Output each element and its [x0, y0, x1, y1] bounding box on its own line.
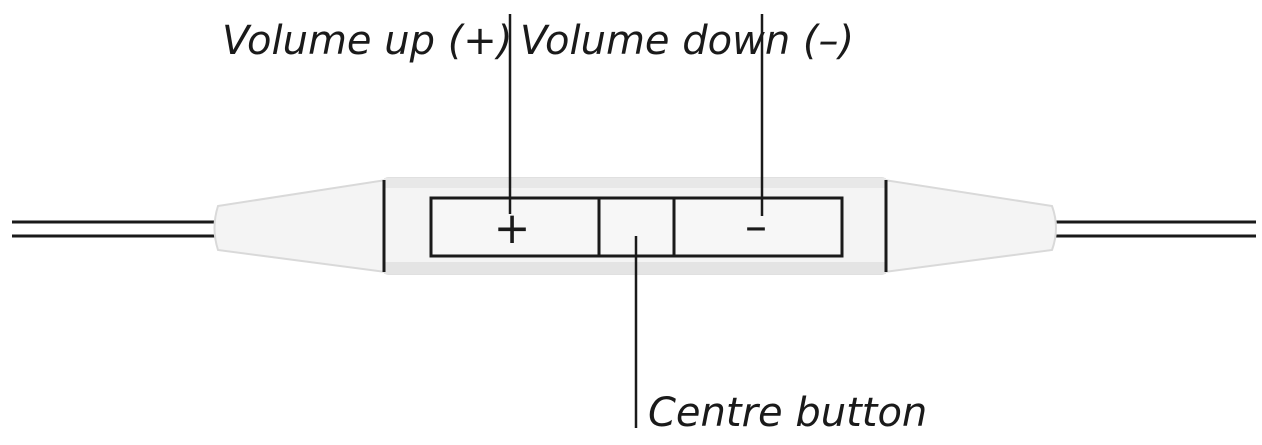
- volume-down-label: Volume down (–): [520, 18, 854, 64]
- left-cable: [12, 220, 218, 238]
- left-end-cap: [213, 178, 387, 274]
- plus-symbol: +: [494, 203, 531, 254]
- right-cable: [1052, 220, 1256, 238]
- volume-down-button[interactable]: [672, 196, 844, 258]
- button-panel: + –: [429, 196, 844, 258]
- leader-lines: [508, 14, 764, 428]
- minus-symbol: –: [745, 201, 767, 252]
- volume-up-label: Volume up (+): [222, 18, 512, 64]
- volume-up-button[interactable]: [429, 196, 601, 258]
- centre-button-label: Centre button: [648, 390, 927, 436]
- right-end-cap: [883, 178, 1057, 274]
